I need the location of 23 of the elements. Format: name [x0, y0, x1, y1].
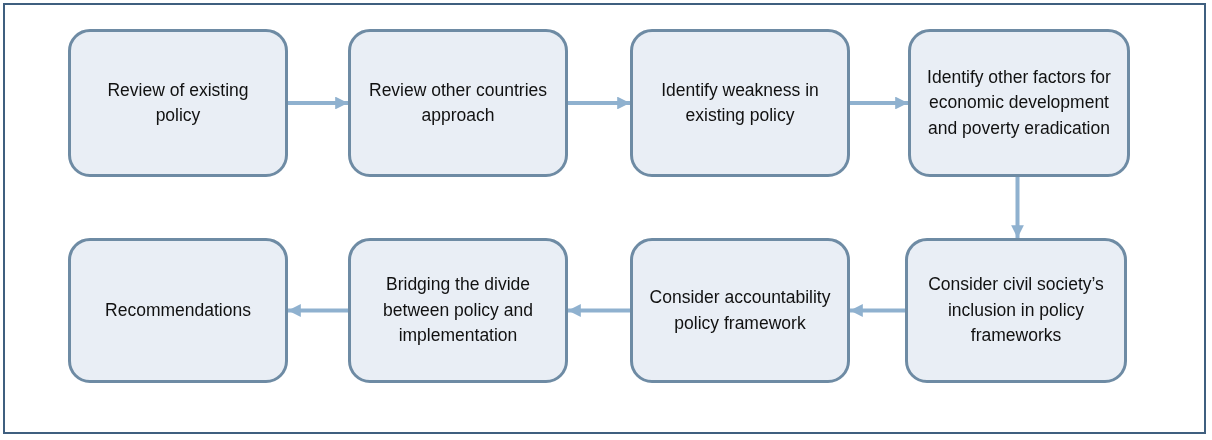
- arrow: [850, 304, 905, 317]
- process-box: [348, 29, 568, 177]
- step-text: Review of existing policy: [106, 78, 250, 127]
- arrow: [568, 96, 630, 110]
- arrow: [568, 304, 630, 317]
- step-text: Review other countries approach: [368, 78, 548, 127]
- process-box: [348, 238, 568, 383]
- arrow: [1011, 177, 1024, 238]
- step-text: Consider accountability policy framework: [648, 286, 832, 335]
- process-box: [630, 29, 850, 177]
- step-text: Identify weakness in existing policy: [660, 78, 820, 127]
- arrow: [850, 96, 908, 110]
- process-box: [908, 29, 1130, 177]
- arrow: [288, 304, 348, 317]
- process-box: [68, 29, 288, 177]
- arrow: [288, 96, 348, 110]
- step-text: Consider civil society’s inclusion in policy frameworks: [927, 273, 1105, 348]
- step-text: Bridging the divide between policy and implementation: [382, 273, 534, 348]
- process-box: [630, 238, 850, 383]
- step-text: Identify other factors for economic development and poverty eradication: [926, 65, 1112, 140]
- process-box: [68, 238, 288, 383]
- step-text: Recommendations: [105, 298, 251, 322]
- process-box: [905, 238, 1127, 383]
